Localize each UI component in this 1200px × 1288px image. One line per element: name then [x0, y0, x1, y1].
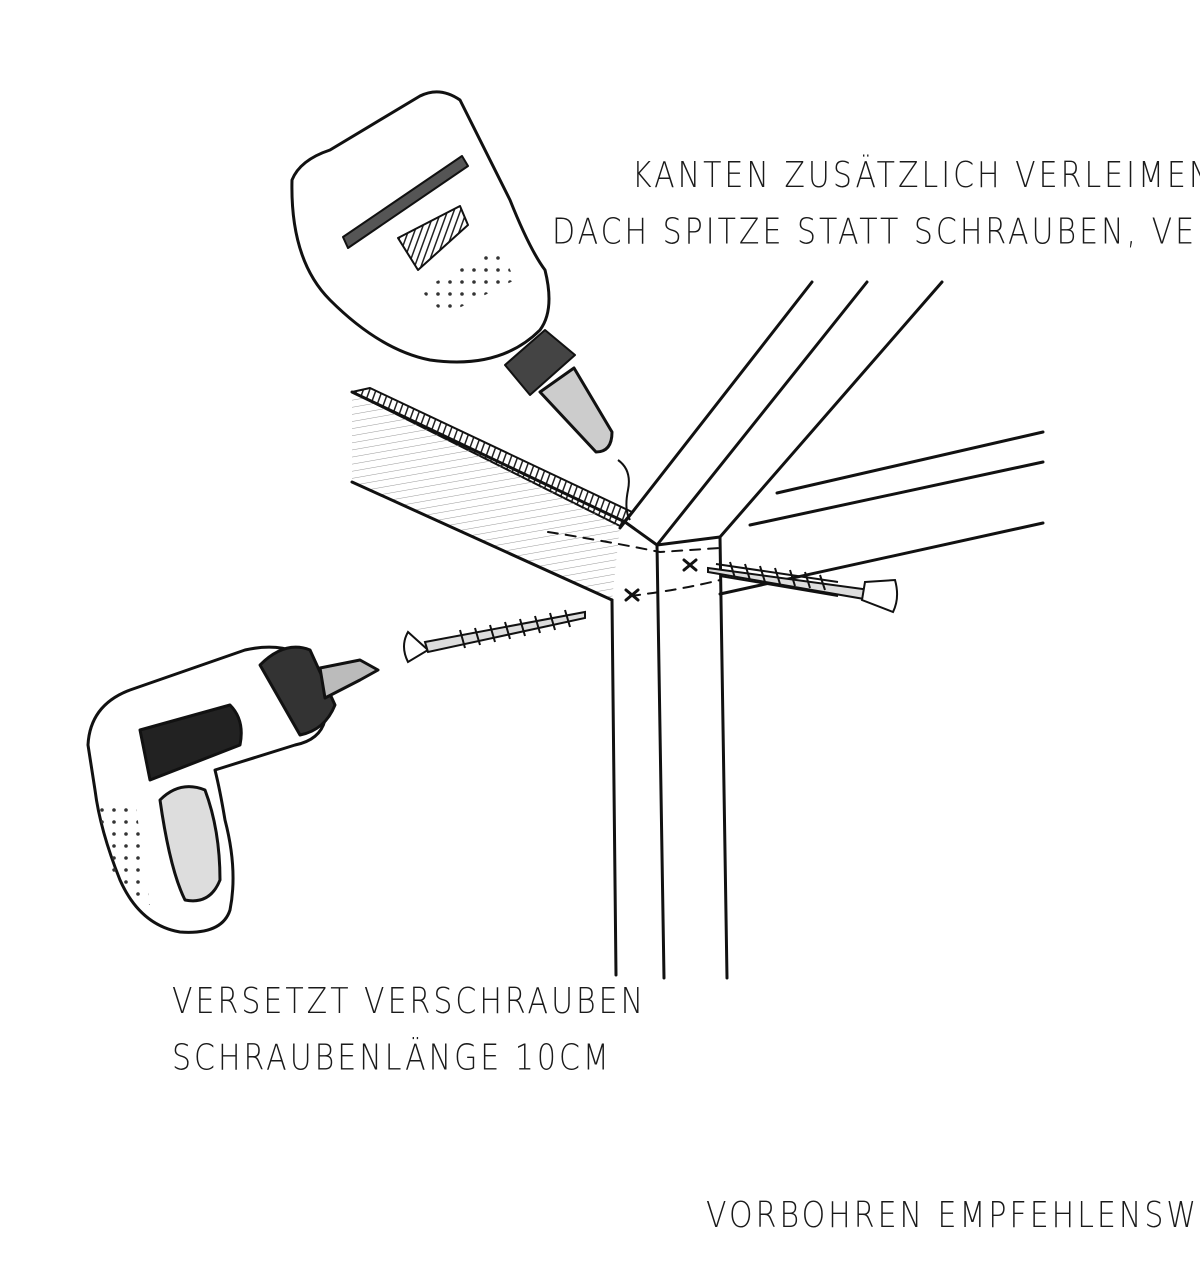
glue-note-line-2: DACH SPITZE STATT SCHRAUBEN, VERLEIMEN	[552, 211, 1200, 254]
post-line-2	[655, 543, 666, 980]
glue-note-line-1: KANTEN ZUSÄTZLICH VERLEIMEN	[632, 155, 1200, 197]
predrill-note: VORBOHREN EMPFEHLENSWERT !	[706, 1195, 1200, 1237]
rafter-line-2	[655, 280, 869, 547]
glue-bottle-icon	[290, 90, 631, 521]
right-beam-line-2	[748, 460, 1045, 527]
beam-front-face	[352, 392, 620, 600]
screw-note-line-2: SCHRAUBENLÄNGE 10CM	[172, 1037, 612, 1080]
right-beam-line-1	[775, 430, 1045, 495]
post-line-1	[610, 598, 618, 977]
wood-frame	[350, 280, 1045, 980]
post-line-3	[718, 535, 729, 980]
screw-note: VERSETZT VERSCHRAUBEN SCHRAUBENLÄNGE 10C…	[172, 974, 646, 1087]
glue-note: KANTEN ZUSÄTZLICH VERLEIMEN DACH SPITZE …	[552, 148, 1200, 261]
wood-screw-icon	[707, 561, 899, 614]
rafter-line-3	[718, 280, 944, 539]
rafter-line-1	[618, 280, 814, 530]
wood-screw-icon	[403, 609, 586, 664]
cordless-screwdriver-icon	[86, 645, 380, 934]
screw-note-line-1: VERSETZT VERSCHRAUBEN	[172, 981, 647, 1023]
